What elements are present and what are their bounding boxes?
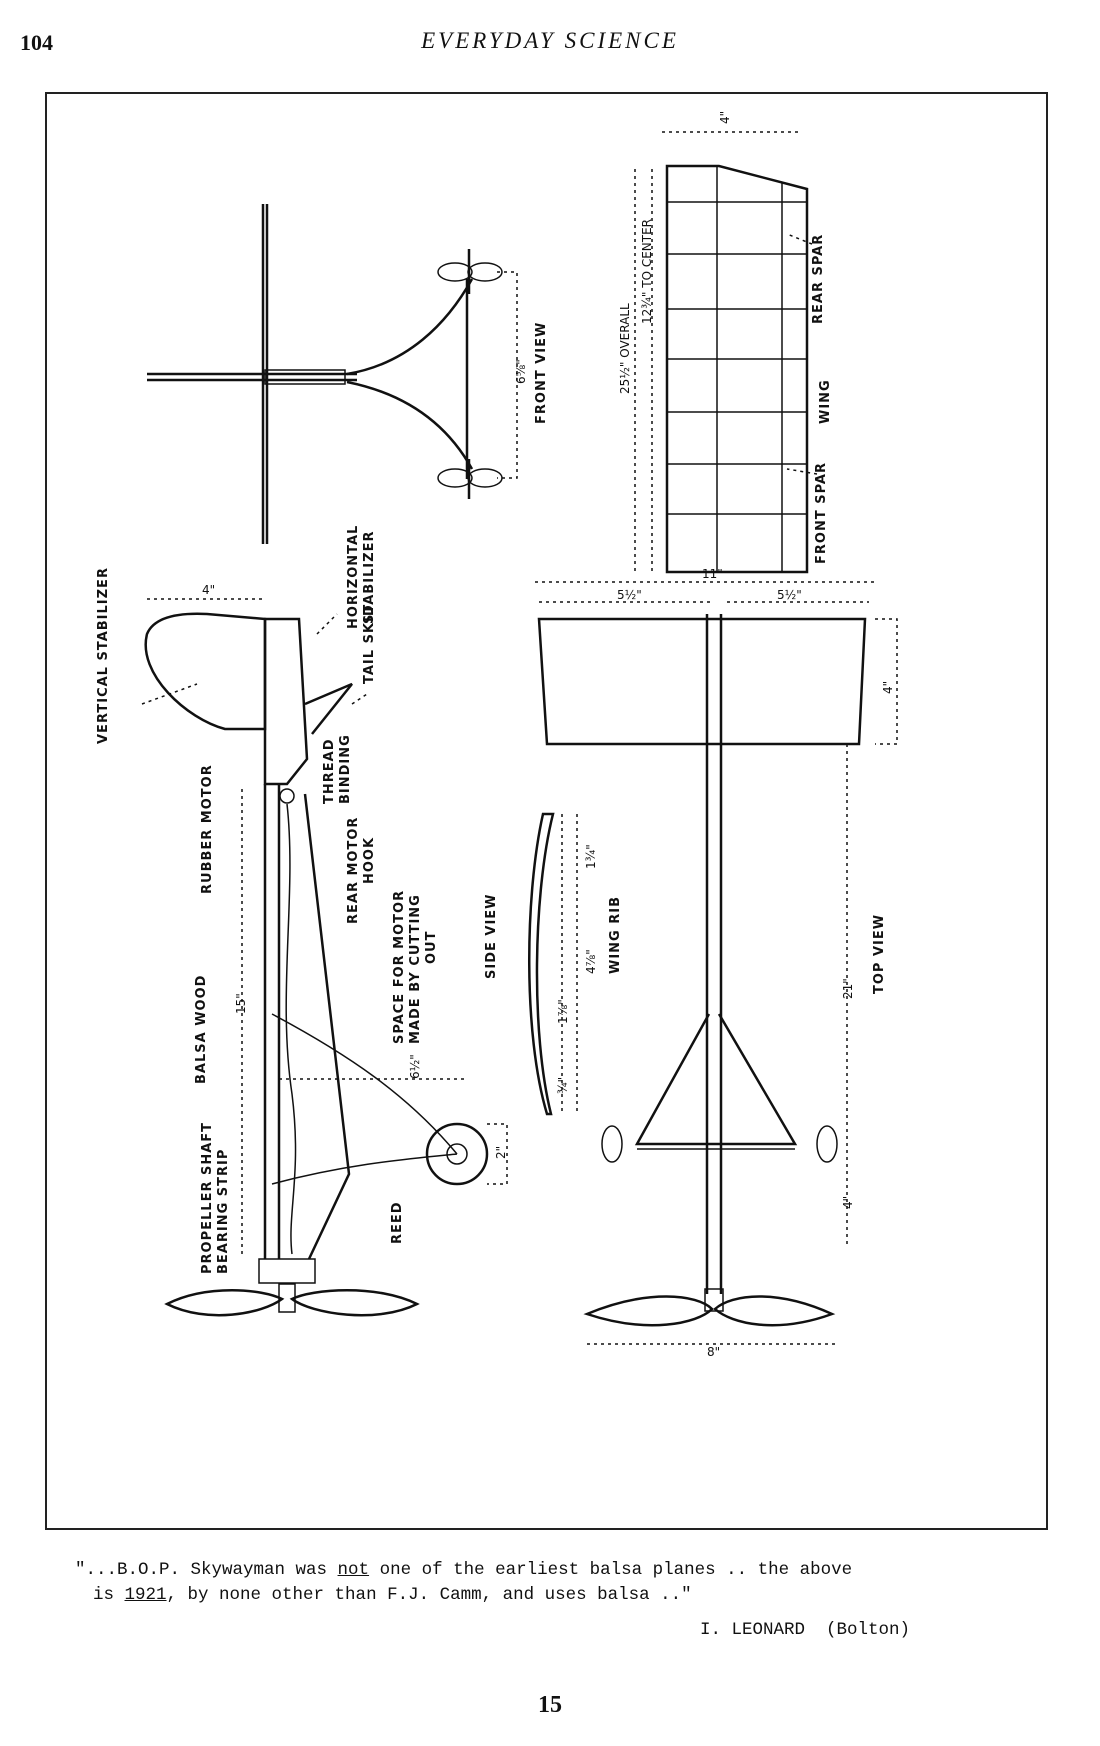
caption-emphasis-year: 1921 (124, 1585, 167, 1605)
wing-rib-label: WING RIB (608, 896, 623, 974)
running-title: EVERYDAY SCIENCE (421, 28, 679, 53)
tail-half-right-dim: 5½" (777, 588, 802, 602)
motor-length-dim: 15" (234, 993, 248, 1014)
thread-binding-label-1: THREAD (322, 739, 337, 805)
caption-line-2-end: , by none other than F.J. Camm, and uses… (166, 1585, 692, 1605)
space-for-motor-label-2: MADE BY CUTTING (408, 894, 423, 1044)
wing-rib-drawing: 1¾" 4⅞" 1⅞" ¾" WING RIB SIDE VIEW (484, 812, 623, 1116)
technical-drawing: 6⅝" FRONT VIEW 4" 25½" OVERALL 12¾" TO C… (45, 92, 1048, 1530)
reed-label: REED (390, 1201, 405, 1244)
vstab-width-dim: 4" (202, 583, 215, 597)
rib-b-dim: 4⅞" (584, 949, 598, 974)
caption-emphasis-not: not (337, 1560, 370, 1580)
space-for-motor-label-3: OUT (424, 931, 439, 964)
caption-line-1-end: one of the earliest balsa planes .. the … (369, 1560, 853, 1580)
drawing-canvas: 6⅝" FRONT VIEW 4" 25½" OVERALL 12¾" TO C… (96, 111, 898, 1359)
front-view-label: FRONT VIEW (534, 322, 549, 424)
rear-spar-label: REAR SPAR (811, 234, 826, 324)
page-number: 104 (20, 30, 53, 55)
fuselage-dim: 21" (841, 978, 855, 999)
gear-height-dim: 6½" (408, 1054, 422, 1079)
wheel-dim: 2" (494, 1146, 508, 1159)
caption-line-1: "...B.O.P. Skywayman was not one of the … (75, 1558, 1035, 1583)
tail-half-left-dim: 5½" (617, 588, 642, 602)
wing-center-dim: 12¾" TO CENTER (640, 219, 654, 324)
wing-drawing: 4" 25½" OVERALL 12¾" TO CENTER REAR SPAR… (618, 111, 833, 574)
rib-c-dim: 1⅞" (556, 999, 570, 1024)
vertical-stabilizer-label: VERTICAL STABILIZER (96, 567, 111, 744)
tail-chord-dim: 4" (881, 681, 895, 694)
wing-overall-dim: 25½" OVERALL (618, 303, 632, 394)
propeller-strip-label-2: BEARING STRIP (216, 1149, 231, 1274)
front-spar-label: FRONT SPAR (814, 462, 829, 564)
rubber-motor-label: RUBBER MOTOR (200, 764, 215, 894)
rib-d-dim: ¾" (556, 1077, 570, 1094)
side-view-drawing: 4" 2" 6½" 15" HORIZONTAL STABILIZER TAIL… (96, 525, 508, 1317)
tail-span-dim: 11" (702, 567, 723, 581)
thread-binding-label-2: BINDING (338, 734, 353, 804)
caption-line-1-start: "...B.O.P. Skywayman was (75, 1560, 338, 1580)
horizontal-stabilizer-label-1: HORIZONTAL (346, 525, 361, 629)
top-view-drawing: 11" 5½" 5½" 4" 21" 4" TOP VIEW 8" (535, 567, 898, 1359)
balsa-wood-label: BALSA WOOD (194, 975, 209, 1084)
propeller-strip-label-1: PROPELLER SHAFT (200, 1122, 215, 1274)
caption: "...B.O.P. Skywayman was not one of the … (75, 1558, 1035, 1608)
caption-line-2-start: is (93, 1585, 125, 1605)
horizontal-stabilizer-label-2: STABILIZER (362, 531, 377, 624)
caption-attribution: I. LEONARD (Bolton) (700, 1620, 911, 1640)
front-view-drawing: 6⅝" FRONT VIEW (147, 204, 549, 544)
wing-label: WING (818, 379, 833, 424)
nose-dim: 4" (841, 1196, 855, 1209)
space-for-motor-label-1: SPACE FOR MOTOR (392, 890, 407, 1044)
tail-skid-label: TAIL SKID (362, 604, 377, 684)
rib-a-dim: 1¾" (584, 844, 598, 869)
prop-dim: 8" (707, 1345, 720, 1359)
top-view-label: TOP VIEW (872, 914, 887, 994)
caption-line-2: is 1921, by none other than F.J. Camm, a… (75, 1583, 1035, 1608)
rear-motor-hook-label-2: HOOK (362, 837, 377, 884)
rear-motor-hook-label-1: REAR MOTOR (346, 817, 361, 924)
footer-page-number: 15 (538, 1692, 562, 1718)
front-gear-dim: 6⅝" (514, 359, 528, 384)
wing-chord-dim: 4" (718, 111, 732, 124)
page-header: 104 EVERYDAY SCIENCE (0, 24, 1100, 64)
side-view-label: SIDE VIEW (484, 893, 499, 979)
